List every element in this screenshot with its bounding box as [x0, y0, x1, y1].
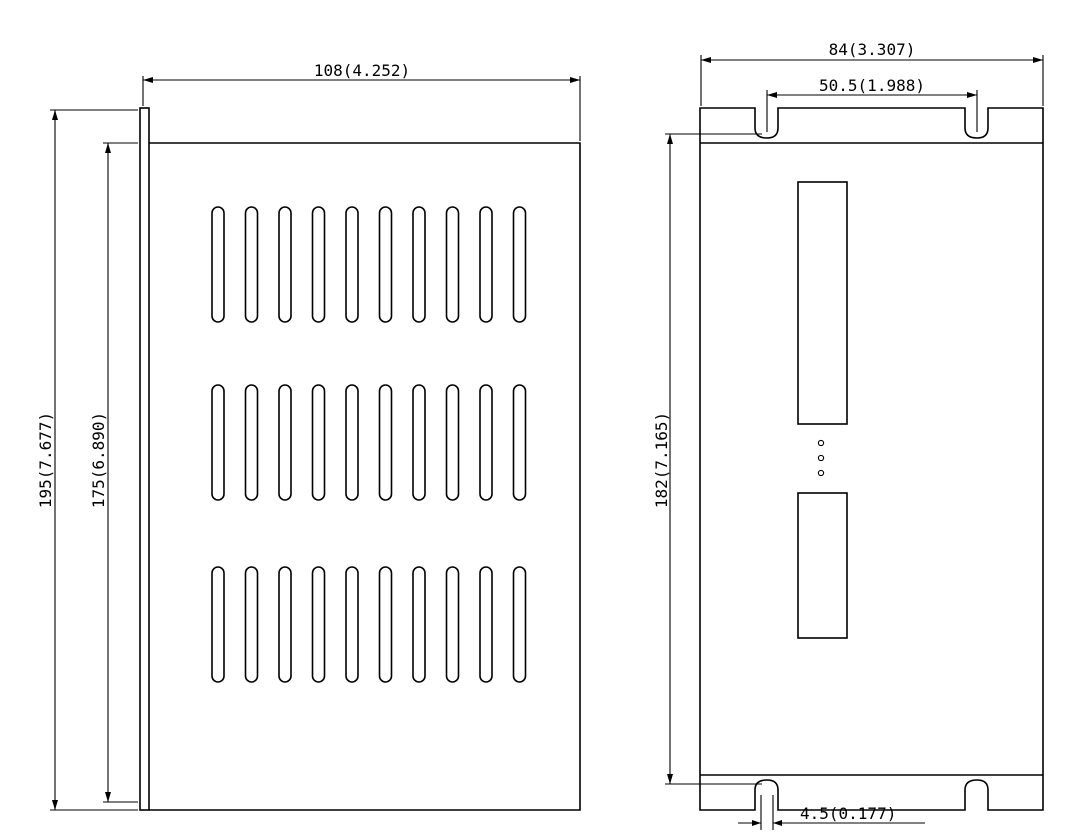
- vent-slot: [512, 384, 527, 501]
- vent-slot: [378, 206, 393, 323]
- vent-slot: [278, 566, 292, 683]
- vent-slot: [445, 566, 460, 683]
- vent-slot: [244, 206, 259, 323]
- side-view: 108(4.252) 195(7.677) 175(6.890): [36, 61, 581, 811]
- side-width-dimension: 108(4.252): [142, 61, 581, 141]
- mount-spacing-dimension: 50.5(1.988): [766, 76, 978, 132]
- side-width-label: 108(4.252): [314, 61, 410, 80]
- vent-slot: [345, 566, 359, 683]
- indicator-leds: [817, 439, 825, 477]
- connector-window-top: [797, 181, 848, 425]
- vent-slot: [378, 566, 393, 683]
- vent-slot: [278, 384, 292, 501]
- vent-slot: [378, 384, 393, 501]
- vent-slots: [211, 206, 527, 683]
- vent-slot: [412, 384, 426, 501]
- front-outline: [699, 107, 1044, 811]
- vent-slot: [412, 566, 426, 683]
- side-body: [149, 142, 581, 811]
- vent-slot: [211, 206, 225, 323]
- vent-slot: [345, 206, 359, 323]
- slot-width-dimension: 4.5(0.177): [738, 795, 925, 830]
- vent-slot: [211, 384, 225, 501]
- connector-window-bottom: [797, 492, 848, 639]
- side-flange: [139, 107, 150, 811]
- front-view: 84(3.307) 50.5(1.988) 182(7.165): [652, 40, 1044, 830]
- vent-slot: [211, 566, 225, 683]
- vent-slot: [244, 566, 259, 683]
- vent-slot: [512, 566, 527, 683]
- indicator-led: [817, 469, 825, 477]
- vent-slot: [512, 206, 527, 323]
- indicator-led: [817, 454, 825, 462]
- slot-width-label: 4.5(0.177): [800, 804, 896, 823]
- vent-slot: [345, 384, 359, 501]
- side-height-outer-label: 195(7.677): [36, 412, 55, 508]
- vent-slot: [311, 566, 326, 683]
- vent-slot: [445, 206, 460, 323]
- vent-slot: [445, 384, 460, 501]
- front-width-dimension: 84(3.307): [700, 40, 1044, 106]
- vent-slot: [479, 566, 493, 683]
- vent-slot: [479, 206, 493, 323]
- mount-height-dimension: 182(7.165): [652, 133, 762, 785]
- vent-slot: [311, 384, 326, 501]
- indicator-led: [817, 439, 825, 447]
- side-height-inner-dimension: 175(6.890): [89, 142, 138, 803]
- side-height-outer-dimension: 195(7.677): [36, 109, 138, 811]
- vent-slot: [311, 206, 326, 323]
- vent-slot: [278, 206, 292, 323]
- vent-slot: [412, 206, 426, 323]
- vent-slot: [244, 384, 259, 501]
- vent-slot: [479, 384, 493, 501]
- mount-spacing-label: 50.5(1.988): [819, 76, 925, 95]
- side-height-inner-label: 175(6.890): [89, 412, 108, 508]
- mount-height-label: 182(7.165): [652, 412, 671, 508]
- front-width-label: 84(3.307): [829, 40, 916, 59]
